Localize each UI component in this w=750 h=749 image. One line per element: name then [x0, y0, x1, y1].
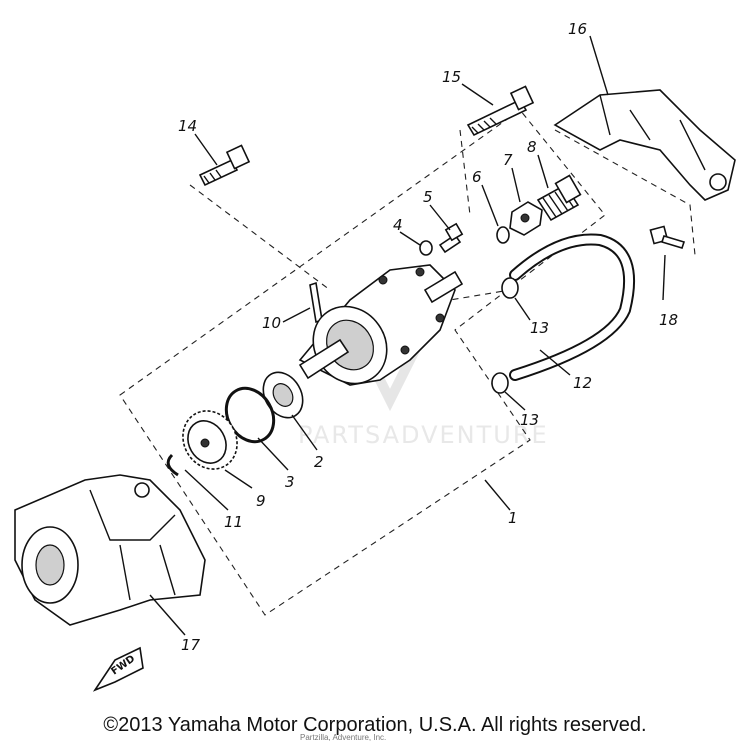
part-6-washer	[496, 226, 510, 244]
part-9-gear	[182, 410, 238, 470]
label-12: 12	[573, 374, 592, 392]
watermark-text: PARTSADVENTURE	[298, 421, 549, 449]
part-16-housing	[14, 474, 206, 626]
label-1: 1	[508, 509, 518, 527]
label-8: 8	[527, 138, 537, 156]
part-5-screw	[438, 222, 464, 254]
part-12-hose	[509, 233, 636, 381]
label-9: 9	[256, 492, 266, 510]
label-7: 7	[503, 151, 513, 169]
label-6: 6	[472, 168, 482, 186]
part-17-bracket	[553, 89, 736, 201]
part-11-clip	[166, 453, 179, 477]
part-13-clips	[491, 277, 519, 394]
part-7-nut	[509, 201, 543, 236]
label-2: 2	[314, 453, 324, 471]
part-18-bolt	[649, 225, 686, 249]
pump-body	[298, 264, 464, 386]
part-4-washer	[419, 240, 433, 256]
label-13-lower: 13	[520, 411, 539, 429]
label-13-upper: 13	[530, 319, 549, 337]
label-18: 18	[659, 311, 678, 329]
part-15-long-bolt	[466, 85, 535, 137]
label-11: 11	[224, 513, 243, 531]
fwd-arrow: FWD	[92, 646, 144, 692]
label-17: 16	[568, 20, 587, 38]
label-16: 17	[181, 636, 201, 654]
label-15: 15	[442, 68, 461, 86]
label-3: 3	[285, 473, 295, 491]
leader-lines	[149, 35, 666, 636]
part-10-pin	[309, 281, 323, 324]
label-10: 10	[262, 314, 281, 332]
watermark-subnote: Partzilla, Adventure, Inc.	[300, 733, 387, 742]
part-14-bolt	[198, 144, 251, 187]
part-2-bearing	[262, 371, 304, 419]
label-5: 5	[423, 188, 433, 206]
part-8-plug	[536, 174, 582, 222]
label-4: 4	[393, 216, 403, 234]
label-14: 14	[178, 117, 197, 135]
part-labels: 16 15 14 8 7 6 5 4 18 10 13 12 13 2 3 9 …	[178, 20, 678, 654]
copyright-notice: ©2013 Yamaha Motor Corporation, U.S.A. A…	[103, 714, 647, 736]
